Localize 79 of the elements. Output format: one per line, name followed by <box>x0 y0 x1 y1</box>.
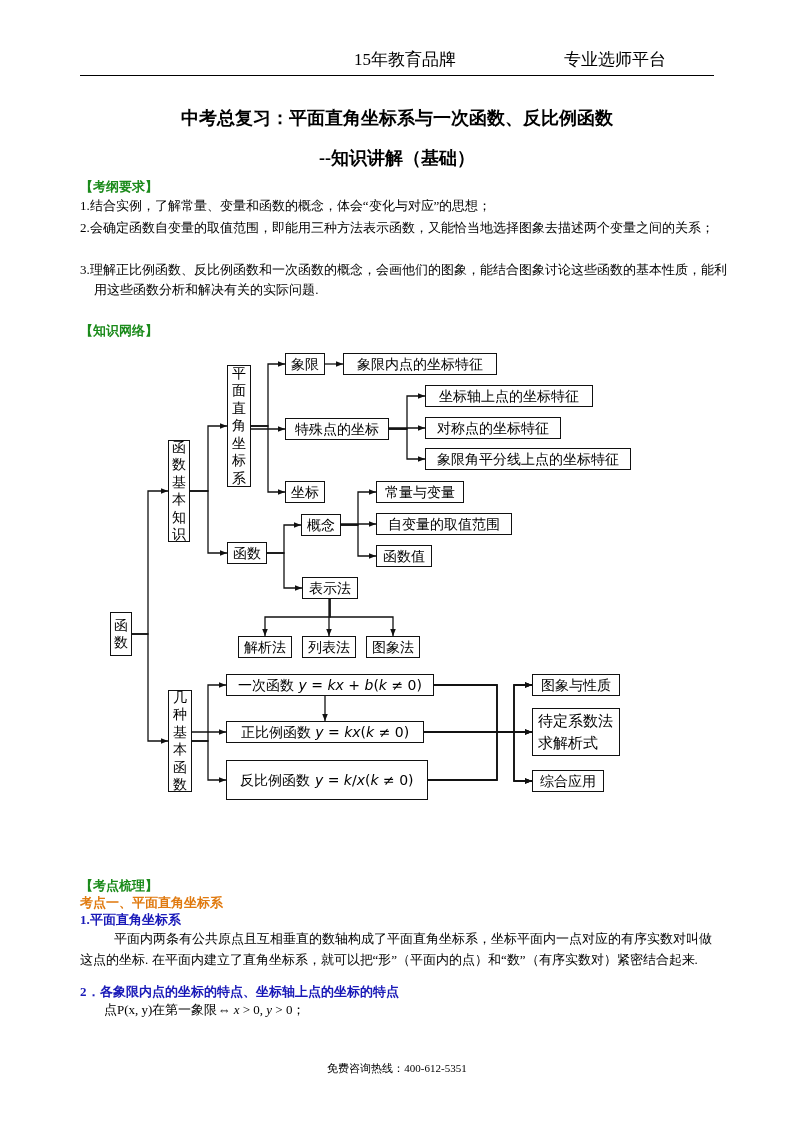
function-box <box>226 721 424 743</box>
concept-box <box>376 481 464 503</box>
node-text: 坐标轴上点的坐标特征 <box>439 387 579 405</box>
arrow <box>322 695 328 722</box>
node-text: 几种基本函数 <box>172 688 188 794</box>
node-text: 常量与变量 <box>385 483 455 501</box>
node-text: 函数 <box>233 544 261 562</box>
concept-box <box>532 770 604 792</box>
concept-box <box>285 418 389 440</box>
arrow <box>191 740 227 783</box>
arrow <box>388 428 426 462</box>
node-text: 自变量的取值范围 <box>388 515 500 533</box>
concept-box <box>301 514 341 536</box>
concept-box <box>376 545 432 567</box>
concept-box <box>366 636 420 658</box>
document-subtitle: --知识讲解（基础） <box>318 147 476 170</box>
arrow <box>326 598 332 637</box>
topic-heading: 考点一、平面直角坐标系 <box>80 894 223 912</box>
arrow <box>324 361 344 367</box>
function-box <box>226 674 434 696</box>
node-text: 对称点的坐标特征 <box>437 419 549 437</box>
node-text: 函数值 <box>383 547 425 565</box>
arrow <box>329 598 396 637</box>
concept-box <box>425 448 631 470</box>
arrow <box>388 425 426 431</box>
node-text: 平面直角坐标系 <box>231 364 247 488</box>
section-heading: 【考纲要求】 <box>80 178 158 196</box>
node-text: 函数 <box>113 616 129 652</box>
arrow <box>250 425 286 495</box>
node-text: 正比例函数 y = kx(k ≠ 0) <box>240 723 410 741</box>
header-slogan: 专业选师平台 <box>563 49 667 71</box>
arrow <box>340 524 377 559</box>
concept-box <box>532 708 620 756</box>
arrow <box>191 729 227 735</box>
arrow <box>340 521 377 527</box>
subsection-heading: 2．各象限内点的坐标的特点、坐标轴上点的坐标的特点 <box>80 983 399 1001</box>
concept-box <box>285 353 325 375</box>
node-text: 象限 <box>291 355 319 373</box>
node-text: 象限内点的坐标特征 <box>357 355 483 373</box>
arrow <box>250 426 286 432</box>
node-text: 特殊点的坐标 <box>295 420 379 438</box>
node-text: 一次函数 y = kx + b(k ≠ 0) <box>238 676 422 694</box>
concept-box <box>343 353 497 375</box>
node-text: 图象法 <box>372 638 414 656</box>
node-text: 反比例函数 y = k/x(k ≠ 0) <box>240 771 414 789</box>
paragraph: 平面内两条有公共原点且互相垂直的数轴构成了平面直角坐标系，坐标平面内一点对应的有序实数对叫做这点的坐标. 在平面内建立了直角坐标系，就可以把“形”（平面内的点）和“数”（有序实数对）紧密结合起来. <box>80 930 713 969</box>
node-text: 综合应用 <box>540 772 596 790</box>
requirement-item: 3.理解正比例函数、反比例函数和一次函数的概念，会画他们的图象，能结合图象讨论这些函数的基本性质，能利用这些函数分析和解决有关的实际问题. <box>80 261 728 299</box>
section-heading: 【考点梳理】 <box>80 877 158 895</box>
concept-box <box>302 636 356 658</box>
arrow <box>266 552 303 591</box>
concept-box <box>425 385 593 407</box>
node-text: 列表法 <box>308 638 350 656</box>
document-title: 中考总复习：平面直角坐标系与一次函数、反比例函数 <box>180 107 614 130</box>
node-text: 待定系数法求解析式 <box>538 711 614 754</box>
header-slogan: 15年教育品牌 <box>353 49 457 71</box>
node-text: 函数基本知识 <box>171 438 187 544</box>
concept-box <box>532 674 620 696</box>
section-heading: 【知识网络】 <box>80 322 158 340</box>
node-text: 象限角平分线上点的坐标特征 <box>437 450 619 468</box>
node-text: 表示法 <box>309 579 351 597</box>
concept-box <box>238 636 292 658</box>
requirement-item: 2.会确定函数自变量的取值范围，即能用三种方法表示函数，又能恰当地选择图象去描述两个变量之间的关系； <box>80 219 715 237</box>
function-box <box>226 760 428 800</box>
concept-box <box>376 513 512 535</box>
formula-text: 点P(x, y)在第一象限⇔ x > 0, y > 0； <box>104 1001 306 1019</box>
node-text: 坐标 <box>291 483 319 501</box>
node-text: 图象与性质 <box>541 676 611 694</box>
node-text: 解析法 <box>244 638 286 656</box>
subsection-heading: 1.平面直角坐标系 <box>80 911 181 929</box>
concept-box <box>227 542 267 564</box>
concept-box <box>285 481 325 503</box>
node-text: 概念 <box>307 516 335 534</box>
arrow <box>189 490 228 556</box>
concept-box <box>302 577 358 599</box>
hotline-text: 免费咨询热线：400-612-5351 <box>326 1061 468 1076</box>
requirement-item: 1.结合实例，了解常量、变量和函数的概念，体会“变化与对应”的思想； <box>80 197 493 215</box>
concept-box <box>425 417 561 439</box>
arrow <box>131 633 169 744</box>
